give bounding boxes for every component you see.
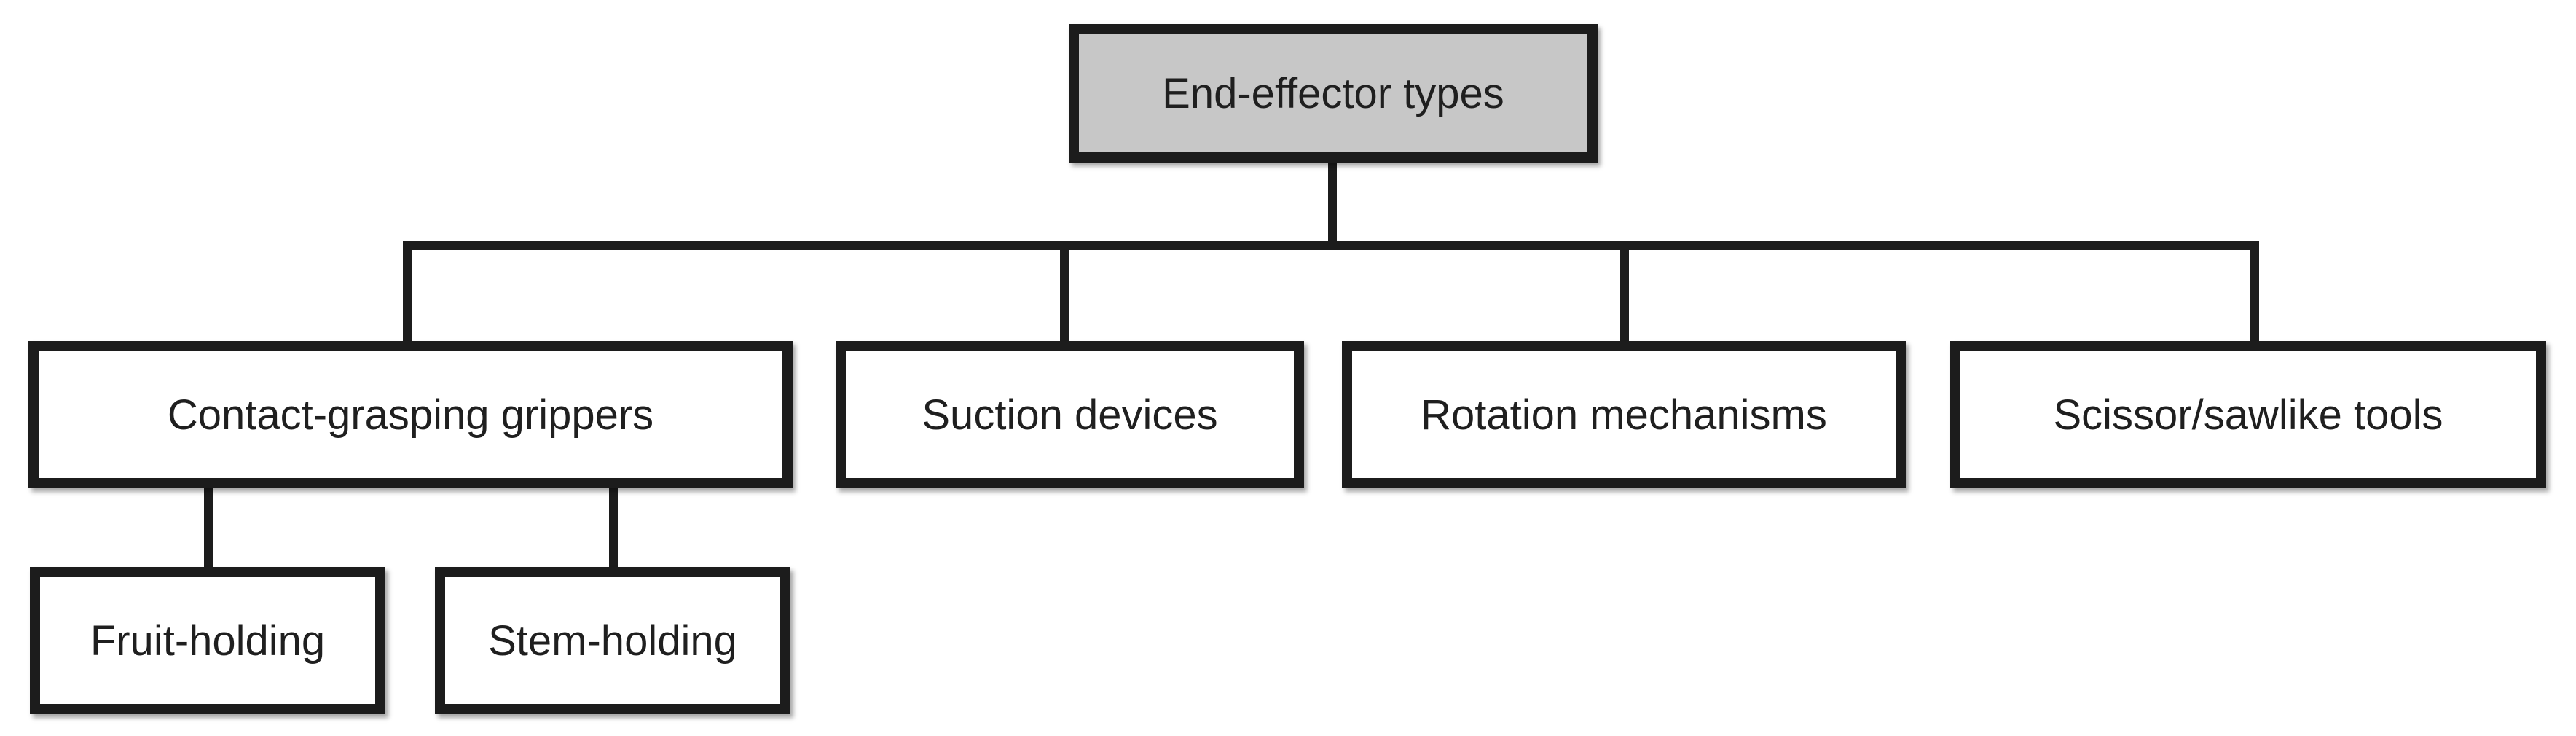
node-fruit-holding: Fruit-holding xyxy=(30,567,385,714)
node-contact-grasping-grippers: Contact-grasping grippers xyxy=(28,341,793,488)
node-stem-holding: Stem-holding xyxy=(435,567,790,714)
node-suction-devices: Suction devices xyxy=(836,341,1304,488)
node-rotation-mechanisms: Rotation mechanisms xyxy=(1342,341,1906,488)
node-label: Rotation mechanisms xyxy=(1421,391,1827,439)
node-scissor-sawlike-tools: Scissor/sawlike tools xyxy=(1950,341,2546,488)
node-label: Fruit-holding xyxy=(90,616,326,665)
node-label: Stem-holding xyxy=(488,616,737,665)
node-label: Suction devices xyxy=(922,391,1218,439)
node-label: Scissor/sawlike tools xyxy=(2053,391,2443,439)
root-node-end-effector-types: End-effector types xyxy=(1069,24,1598,163)
node-label: Contact-grasping grippers xyxy=(167,391,654,439)
root-node-label: End-effector types xyxy=(1162,69,1504,117)
